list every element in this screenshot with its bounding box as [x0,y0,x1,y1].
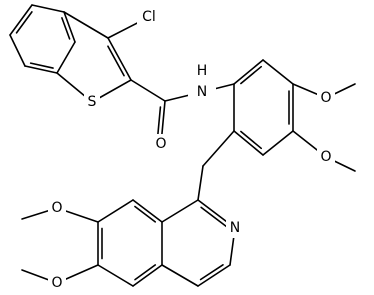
bond-i7-i8 [97,199,134,223]
bond-i4a-i5 [132,264,163,287]
atom-s: S [84,92,100,112]
atom-o-methoxy-a1: O [317,88,335,108]
bond-b6-b1 [9,4,33,36]
bond-b4-b5 [24,65,58,74]
svg-text:O: O [155,136,166,152]
bond-b2-b3 [63,11,76,43]
atom-n-ring: N [226,218,244,238]
bond-a6-ch2 [202,130,235,167]
bond-c3-c2 [107,37,132,81]
svg-text:O: O [320,90,331,106]
bond-i1-n2-inner [200,206,228,228]
bond-b6-b1-inner [15,11,33,34]
bond-i8-i8a [132,199,163,223]
atom-o-methoxy-i2: O [48,273,66,293]
bond-i3-i4 [197,264,231,287]
bond-b3-b4 [56,41,76,74]
svg-text:O: O [320,149,331,165]
bond-i3-i4-inner [199,264,224,281]
atom-nh: H N [188,61,216,101]
bond-a1-a2 [233,59,264,85]
svg-text:H: H [197,63,208,79]
bond-b5-b6 [9,34,26,67]
bond-c3-c2-inner [107,45,125,77]
svg-text:Cl: Cl [142,9,156,25]
svg-text:S: S [88,94,97,110]
bond-c2-cco [130,79,166,102]
atom-cl: Cl [137,7,161,27]
atom-o-methoxy-a2: O [317,147,335,167]
bond-cco-oc-inner [156,106,162,138]
svg-text:O: O [51,275,62,291]
svg-text:N: N [197,84,207,100]
bond-a5-a6-inner [240,130,263,150]
svg-text:O: O [51,200,62,216]
svg-text:N: N [230,220,240,236]
bond-a4-a5 [262,130,294,156]
bond-i4a-i5-inner [134,264,157,281]
atom-labels: Cl S H N O O O O O [48,7,335,293]
bonds [9,4,356,287]
bond-b2-c3 [63,11,109,39]
bond-ch2-i1 [197,165,204,201]
bond-i8a-i1 [161,199,199,223]
bond-b4-b5-inner [29,62,54,69]
bond-a5-a6 [233,130,264,156]
atom-o-carbonyl: O [152,134,170,154]
bond-i8-i8a-inner [134,205,157,223]
bond-i5-i6 [97,264,134,287]
bond-b2-b3-inner [61,17,71,40]
bond-b1-b2 [31,4,65,13]
bond-i4-i4a [161,264,199,287]
bond-a2-a3 [262,59,294,85]
bond-a1-a2-inner [240,65,263,85]
atom-o-methoxy-i1: O [48,198,66,218]
